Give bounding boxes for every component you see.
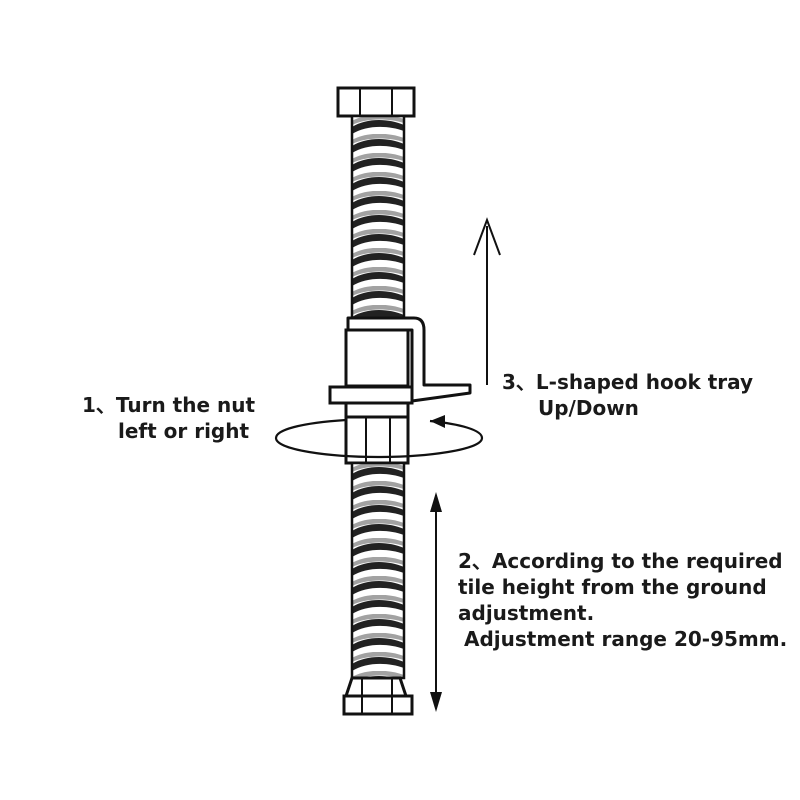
height-adjustment-line4: Adjustment range 20-95mm. bbox=[464, 627, 788, 651]
height-range-arrow bbox=[430, 492, 442, 712]
height-adjustment-line3: adjustment. bbox=[458, 601, 595, 625]
base-nut bbox=[342, 676, 414, 716]
turn-nut-label-line1: 1、Turn the nut bbox=[82, 393, 256, 417]
hook-tray-label-line1: 3、L-shaped hook tray bbox=[502, 370, 754, 394]
threaded-rod-upper bbox=[350, 114, 406, 320]
bolt-head bbox=[336, 86, 416, 118]
threaded-rod-lower bbox=[350, 461, 406, 680]
height-adjustment-line2: tile height from the ground bbox=[458, 575, 767, 599]
adjusting-nut bbox=[344, 401, 410, 465]
hook-tray-label: 3、L-shaped hook tray Up/Down bbox=[502, 369, 753, 421]
turn-nut-label-line2: left or right bbox=[118, 419, 250, 443]
up-arrow bbox=[473, 217, 501, 385]
l-shaped-hook-tray bbox=[328, 316, 472, 405]
rotation-arrow bbox=[274, 415, 484, 459]
height-adjustment-line1: 2、According to the required bbox=[458, 549, 783, 573]
height-adjustment-label: 2、According to the required tile height … bbox=[458, 548, 787, 652]
hook-tray-label-line2: Up/Down bbox=[538, 396, 639, 420]
turn-nut-label: 1、Turn the nut left or right bbox=[82, 392, 255, 444]
